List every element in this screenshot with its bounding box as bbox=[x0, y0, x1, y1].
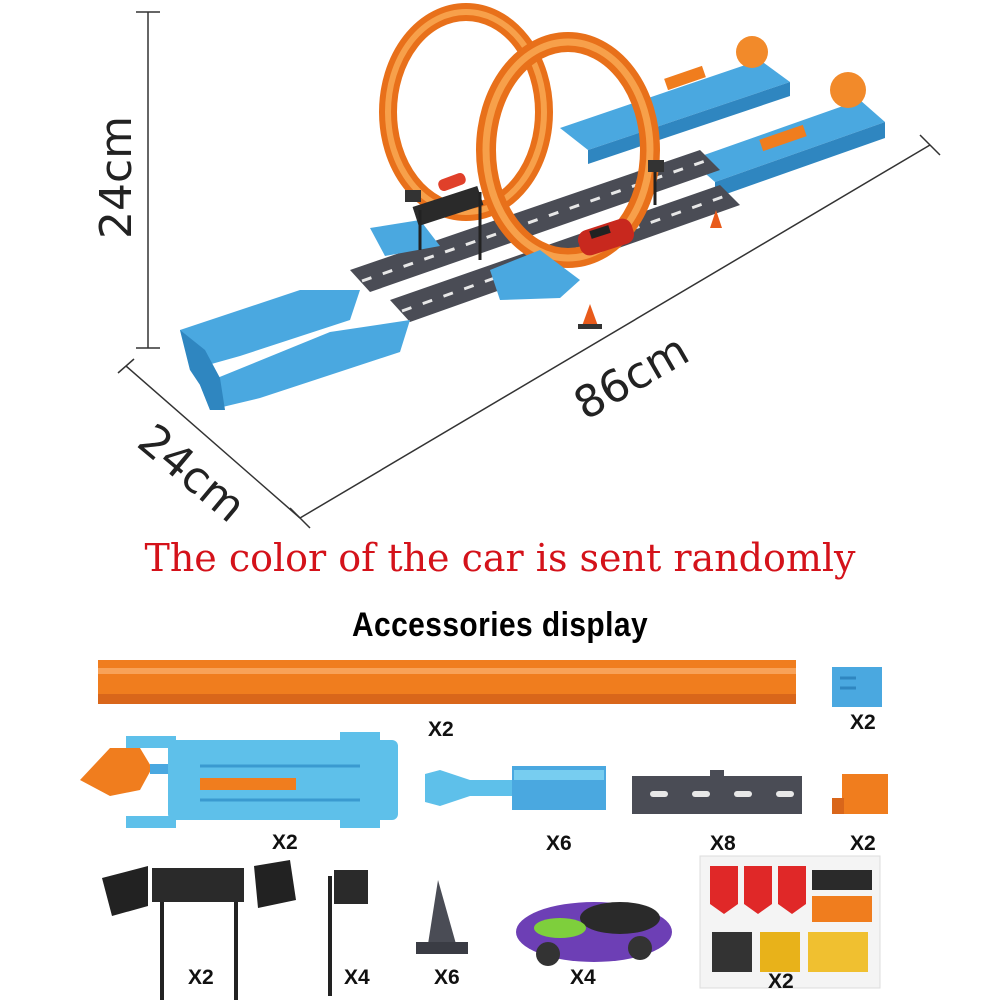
qty-launcher-base: X2 bbox=[272, 831, 298, 854]
qty-orange-track: X2 bbox=[428, 718, 454, 741]
qty-road-segment: X8 bbox=[710, 832, 736, 855]
launcher-base bbox=[80, 732, 398, 828]
traffic-cone bbox=[416, 880, 468, 954]
toy-car bbox=[516, 902, 672, 966]
gray-road-segment bbox=[632, 770, 802, 814]
dimension-lines bbox=[117, 11, 941, 529]
qty-toy-car: X4 bbox=[570, 966, 596, 989]
finish-gate bbox=[405, 160, 664, 260]
qty-finish-gate: X2 bbox=[188, 966, 214, 989]
blue-ramp-connector bbox=[425, 766, 606, 810]
accessories-heading: Accessories display bbox=[351, 606, 649, 644]
front-launcher bbox=[690, 72, 885, 198]
qty-ramp-connector: X6 bbox=[546, 832, 572, 855]
finish-line-gate bbox=[102, 860, 296, 1000]
qty-flag-post: X4 bbox=[344, 966, 370, 989]
loops bbox=[379, 3, 660, 268]
sticker-sheet bbox=[699, 855, 881, 989]
qty-sticker-sheet: X2 bbox=[768, 970, 794, 993]
rear-launcher bbox=[560, 36, 790, 164]
orange-track-strip bbox=[98, 660, 796, 704]
cones bbox=[578, 210, 722, 329]
height-dimension-label: 24cm bbox=[91, 115, 143, 240]
front-ramps bbox=[180, 220, 580, 410]
flag-post bbox=[328, 870, 368, 996]
blue-end-cap bbox=[832, 667, 882, 707]
qty-blue-end-cap: X2 bbox=[850, 711, 876, 734]
cars-on-track bbox=[438, 172, 635, 256]
qty-orange-end-cap: X2 bbox=[850, 832, 876, 855]
qty-traffic-cone: X6 bbox=[434, 966, 460, 989]
orange-end-cap bbox=[832, 774, 888, 814]
random-color-notice: The color of the car is sent randomly bbox=[144, 536, 856, 580]
